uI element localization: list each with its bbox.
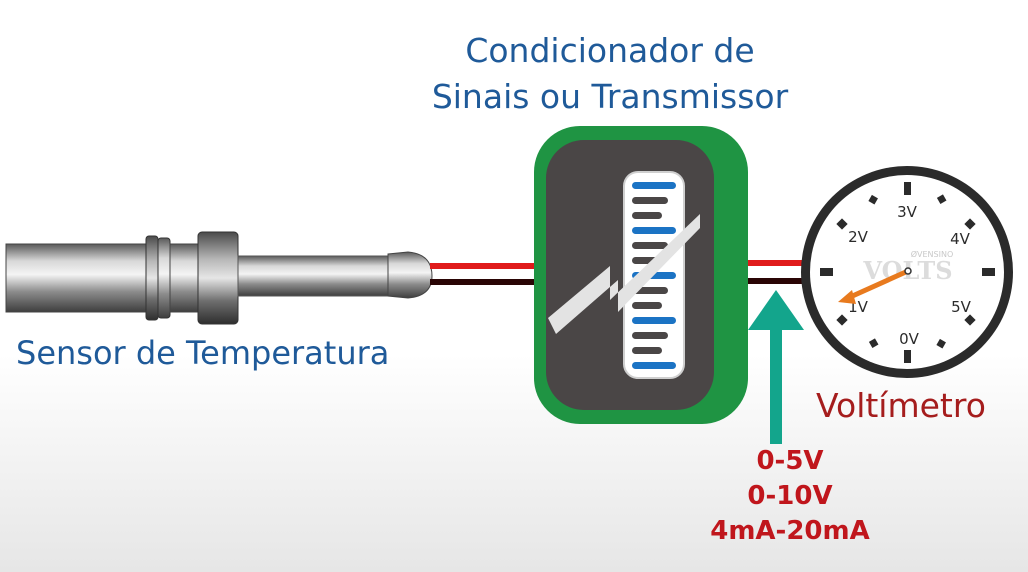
signal-range-0-10v: 0-10V (747, 481, 833, 511)
scale-label-5v: 5V (951, 298, 972, 316)
wires-sensor-to-conditioner (430, 263, 540, 285)
conditioner-title: Condicionador de Sinais ou Transmissor (400, 28, 820, 120)
arrow-up-icon (748, 290, 804, 444)
voltmeter-tick (904, 182, 911, 195)
voltmeter-pivot (904, 267, 912, 275)
scale-label-0v: 0V (899, 330, 920, 348)
scale-label-3v: 3V (897, 203, 918, 221)
voltmeter-tick (936, 338, 946, 349)
conditioner-title-line1: Condicionador de (465, 31, 755, 70)
signal-range-0-5v: 0-5V (756, 446, 824, 476)
voltmeter-needle-tip (838, 290, 856, 304)
voltmeter-tick (964, 314, 976, 326)
voltmeter-tick (868, 338, 879, 348)
voltmeter-tick (982, 268, 995, 276)
scale-label-4v: 4V (950, 230, 971, 248)
voltmeter: ØVENSINO VOLTS 3V 2V 4V 1V 5V 0V (801, 166, 1013, 378)
signal-conditioner (534, 126, 748, 424)
voltmeter-tick (904, 350, 911, 363)
voltmeter-tick (936, 194, 947, 204)
signal-range-list: 0-5V 0-10V 4mA-20mA (700, 444, 880, 549)
voltmeter-tick (868, 194, 878, 205)
voltmeter-needle (845, 268, 911, 301)
voltmeter-tick (964, 218, 976, 230)
signal-range-4-20ma: 4mA-20mA (710, 516, 870, 546)
wires-conditioner-to-voltmeter (746, 260, 816, 284)
scale-label-2v: 2V (848, 228, 869, 246)
voltmeter-tick (836, 218, 848, 230)
voltmeter-tick (820, 268, 833, 276)
lightning-icon (548, 214, 700, 334)
sensor-label: Sensor de Temperatura (16, 334, 390, 372)
conditioner-title-line2: Sinais ou Transmissor (431, 77, 789, 116)
voltmeter-brand-small: ØVENSINO (911, 249, 954, 259)
temperature-sensor (5, 231, 433, 325)
voltmeter-tick (836, 314, 848, 326)
voltmeter-label: Voltímetro (816, 386, 986, 425)
